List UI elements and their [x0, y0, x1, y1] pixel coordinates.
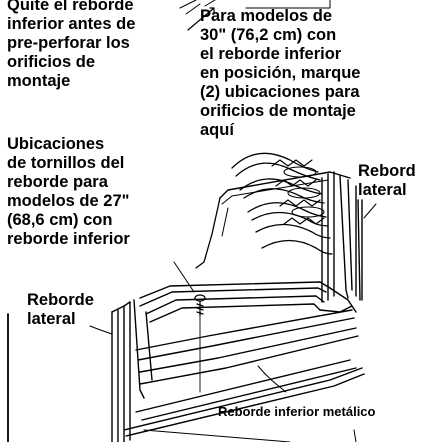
leader-screw [173, 261, 195, 293]
cavity-top-edge [219, 171, 351, 199]
side-flange-left-label: Reborde lateral [27, 291, 94, 328]
right-side-flange [321, 171, 363, 303]
leader-left-flange [89, 325, 113, 335]
screw-locations-27-callout: Ubicaciones de tornillos del reborde par… [7, 135, 130, 248]
oven-floor [133, 281, 359, 399]
oven-rack-wires [231, 152, 333, 255]
pointer-arrow-30in [187, 7, 215, 31]
bottom-metal-rail [123, 359, 365, 437]
leader-bottom-right [353, 429, 357, 442]
remove-bottom-flange-callout: Quite el reborde inferior antes de pre-p… [7, 0, 136, 90]
leader-bottom-flange [257, 365, 287, 393]
top-marker-lines [179, 0, 331, 15]
bottom-metal-flange-label: Reborde inferior metálico [218, 404, 376, 419]
screw-icon [194, 294, 206, 393]
leader-right-flange [363, 203, 377, 219]
models-30-callout: Para modelos de 30" (76,2 cm) con el reb… [200, 7, 361, 139]
side-flange-right-label: Rebord lateral [358, 162, 416, 199]
burner-grates [271, 159, 325, 225]
leader-bottom-left [143, 429, 291, 442]
cavity-left-edge [195, 197, 221, 269]
